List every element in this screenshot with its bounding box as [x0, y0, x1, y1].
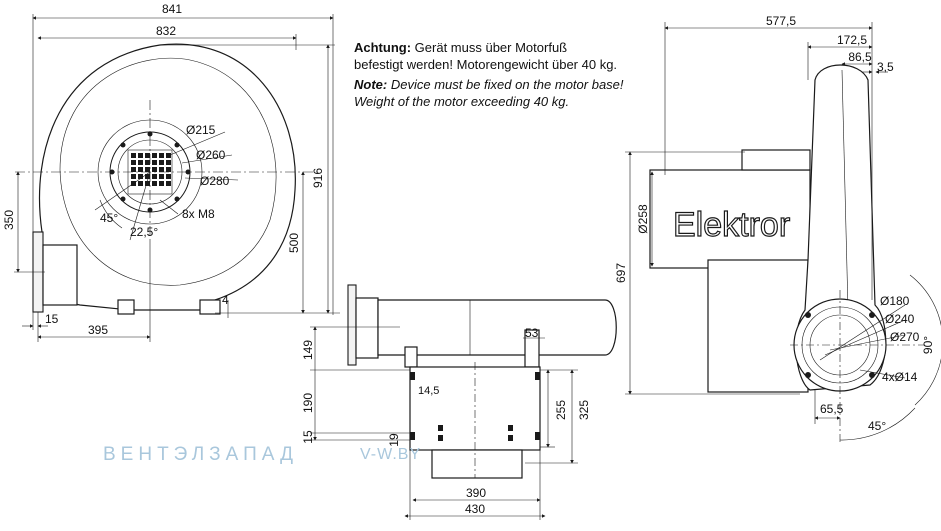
dia-240: Ø240	[885, 312, 915, 326]
dim-577-5: 577,5	[766, 14, 796, 28]
angle-45-front: 45°	[100, 211, 118, 225]
watermark-site: V-W.BY	[360, 446, 422, 463]
front-view	[14, 14, 340, 342]
dim-3-5: 3,5	[877, 60, 894, 74]
holes-label: 4xØ14	[882, 370, 918, 384]
note-de-line1: Gerät muss über Motorfuß	[414, 40, 568, 55]
dim-841: 841	[162, 2, 182, 16]
bolts-label: 8x M8	[182, 207, 215, 221]
side-view	[625, 22, 941, 445]
angle-90: 90°	[921, 336, 935, 354]
dia-180: Ø180	[880, 294, 910, 308]
motor-body	[649, 169, 811, 269]
dia-270: Ø270	[890, 330, 920, 344]
angle-45-side: 45°	[868, 419, 886, 433]
note-de-heading: Achtung:	[354, 40, 412, 55]
dim-14-5: 14,5	[418, 385, 439, 397]
inlet-grille	[131, 153, 171, 186]
dim-149: 149	[301, 340, 315, 360]
dim-916: 916	[311, 168, 325, 188]
dim-53: 53	[525, 326, 539, 340]
bottom-view	[310, 284, 617, 520]
dim-19: 19	[387, 433, 401, 447]
watermark-text: ВЕНТЭЛЗАПАД	[103, 444, 298, 465]
note-en-line2: Weight of the motor exceeding 40 kg.	[354, 94, 570, 109]
dia-258: Ø258	[636, 204, 650, 234]
dim-172-5: 172,5	[837, 33, 867, 47]
dim-15-front: 15	[45, 312, 59, 326]
dim-86-5: 86,5	[848, 50, 872, 64]
dim-15-bottom: 15	[301, 430, 315, 444]
dia-215: Ø215	[186, 123, 216, 137]
dia-260: Ø260	[196, 148, 226, 162]
dim-430: 430	[465, 502, 485, 516]
angle-22-5: 22,5°	[130, 225, 158, 239]
note-en-heading: Note:	[354, 77, 388, 92]
dim-832: 832	[156, 24, 176, 38]
note-en-line1: Device must be fixed on the motor base!	[390, 77, 624, 92]
brand-logo: Elektror	[673, 206, 790, 244]
dim-350: 350	[2, 210, 16, 230]
dim-395: 395	[88, 323, 108, 337]
dim-65-5: 65,5	[820, 402, 844, 416]
dim-4: 4	[222, 293, 229, 307]
dim-325: 325	[577, 400, 591, 420]
dim-500: 500	[287, 233, 301, 253]
dim-255: 255	[554, 400, 568, 420]
dia-280: Ø280	[200, 174, 230, 188]
note-de-line2: befestigt werden! Motorengewicht über 40…	[354, 57, 618, 72]
bottom-flange	[347, 284, 357, 366]
dim-390: 390	[466, 486, 486, 500]
mounting-note: Achtung: Gerät muss über Motorfuß befest…	[354, 39, 674, 110]
note-english: Note: Device must be fixed on the motor …	[354, 76, 674, 110]
dim-190: 190	[301, 393, 315, 413]
note-german: Achtung: Gerät muss über Motorfuß befest…	[354, 39, 674, 73]
dim-697: 697	[614, 263, 628, 283]
